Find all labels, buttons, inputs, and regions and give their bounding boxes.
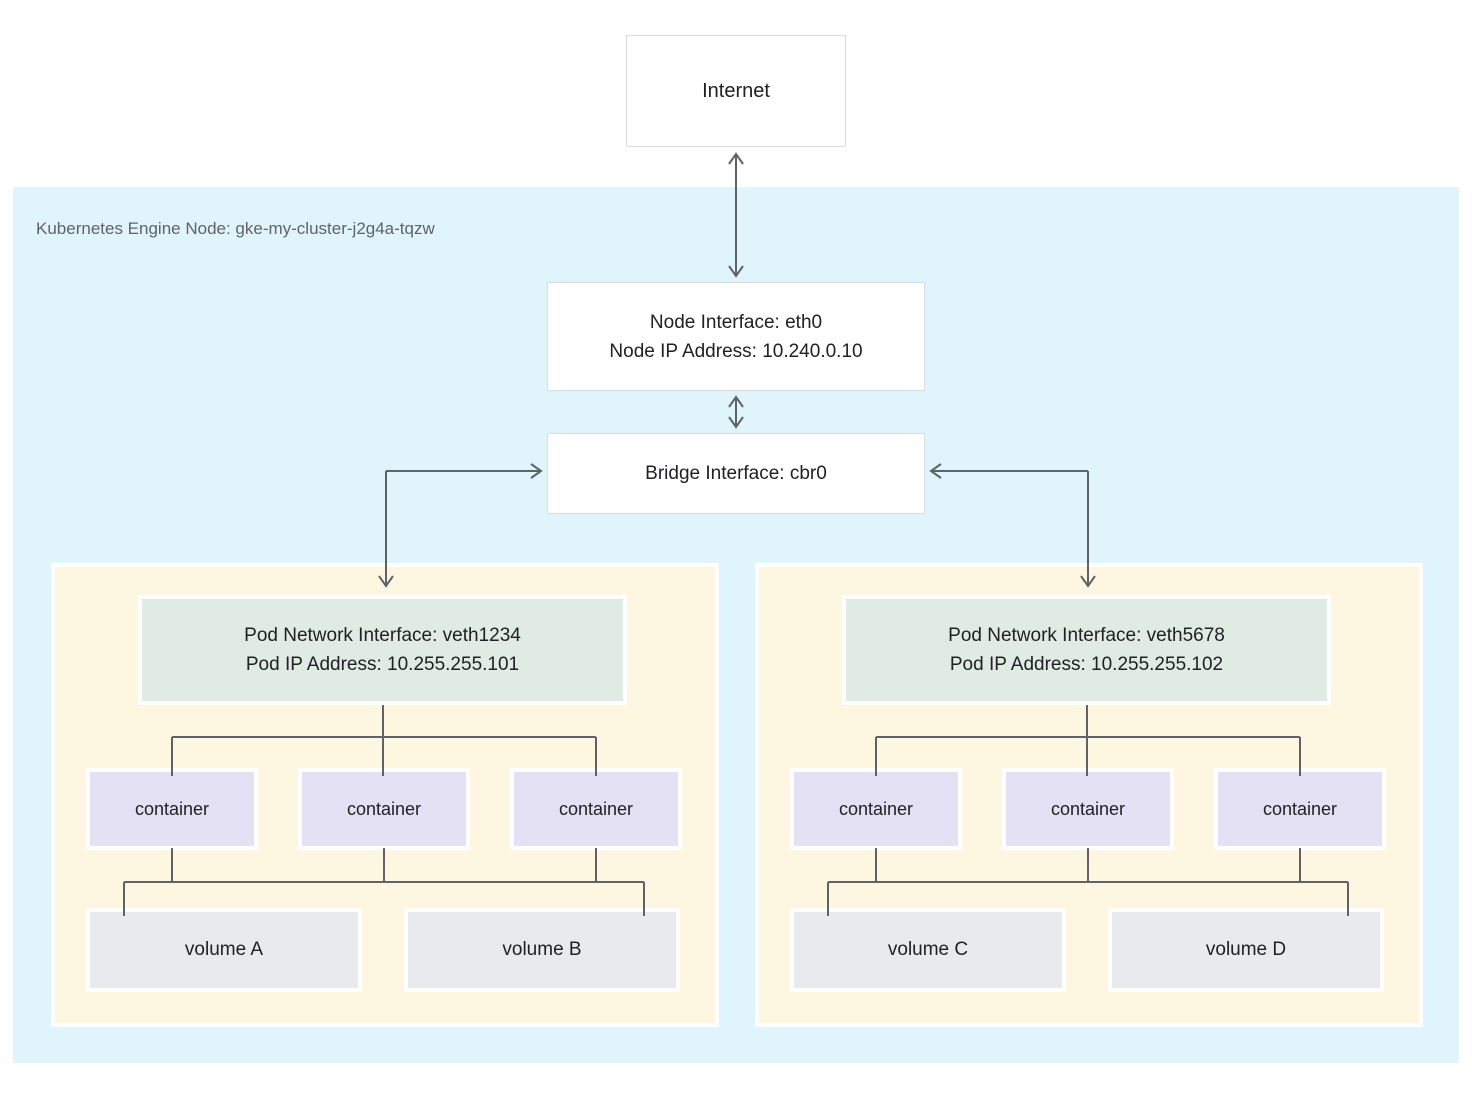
volume-label: volume A: [184, 939, 264, 960]
container-label: container: [346, 798, 422, 819]
pod-1-container-2: container: [298, 768, 470, 850]
pod-1-interface-line1: Pod Network Interface: veth1234: [244, 625, 521, 646]
pod-2-container-1: container: [790, 768, 962, 850]
container-label: container: [1262, 798, 1338, 819]
pod-2-interface-line1: Pod Network Interface: veth5678: [948, 625, 1225, 646]
pod-1-volume-b-box: volume B: [404, 908, 680, 992]
pod-1-volume-a-box: volume A: [86, 908, 362, 992]
node-interface-line2: Node IP Address: 10.240.0.10: [609, 340, 863, 362]
pod-1-container-3: container: [510, 768, 682, 850]
pod-1-network-interface-box: Pod Network Interface: veth1234 Pod IP A…: [138, 595, 627, 705]
bridge-interface-box: Bridge Interface: cbr0: [547, 433, 925, 514]
pod-2-volume-d-box: volume D: [1108, 908, 1384, 992]
pod-2-container-3: container: [1214, 768, 1386, 850]
pod-2-container-2: container: [1002, 768, 1174, 850]
volume-label: volume D: [1205, 939, 1287, 960]
node-interface-line1: Node Interface: eth0: [649, 311, 823, 333]
node-interface-box: Node Interface: eth0 Node IP Address: 10…: [547, 282, 925, 391]
volume-label: volume C: [887, 939, 969, 960]
internet-label: Internet: [702, 79, 770, 102]
bridge-interface-label: Bridge Interface: cbr0: [645, 463, 827, 484]
container-label: container: [558, 798, 634, 819]
kubernetes-engine-node-label: Kubernetes Engine Node: gke-my-cluster-j…: [36, 219, 435, 238]
pod-2-network-interface-box: Pod Network Interface: veth5678 Pod IP A…: [842, 595, 1331, 705]
internet-box: Internet: [626, 35, 846, 147]
pod-2-interface-line2: Pod IP Address: 10.255.255.102: [949, 654, 1224, 675]
container-label: container: [1050, 798, 1126, 819]
container-label: container: [134, 798, 210, 819]
pod-1-interface-line2: Pod IP Address: 10.255.255.101: [245, 654, 520, 675]
pod-2-volume-c-box: volume C: [790, 908, 1066, 992]
container-label: container: [838, 798, 914, 819]
pod-1-container-1: container: [86, 768, 258, 850]
volume-label: volume B: [502, 939, 582, 960]
